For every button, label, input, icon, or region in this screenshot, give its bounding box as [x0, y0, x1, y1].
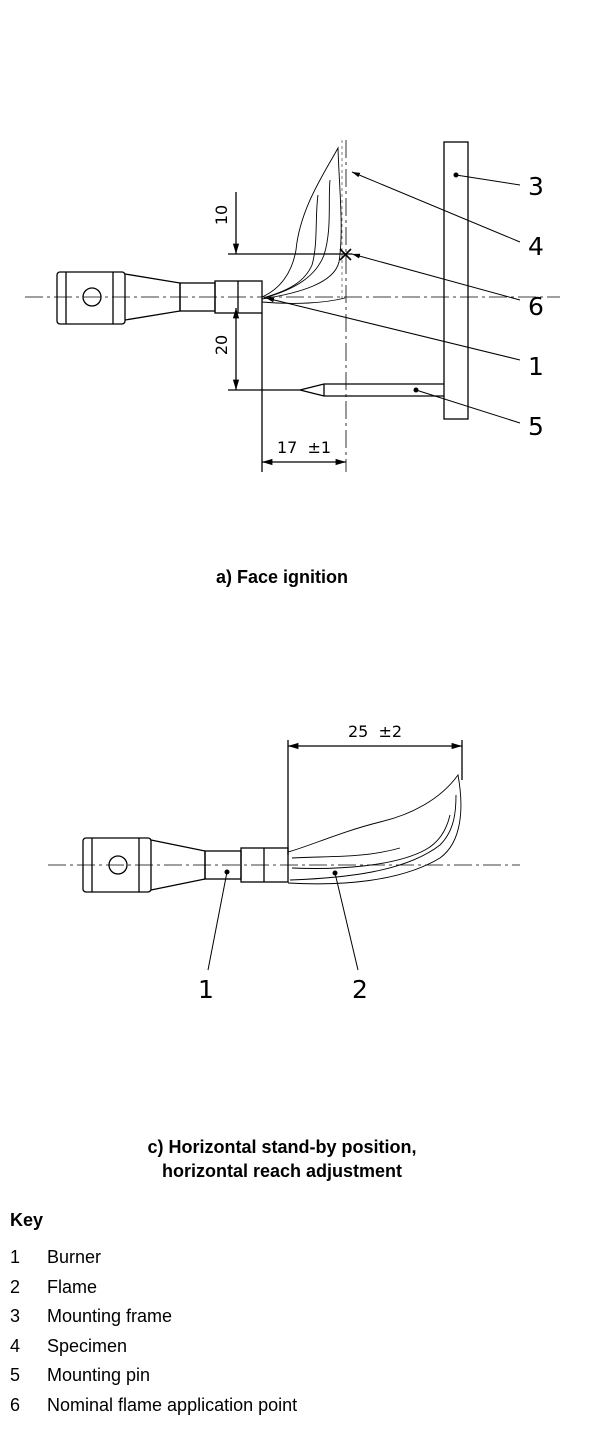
mounting-pin [299, 383, 444, 397]
key-label: Specimen [47, 1335, 128, 1356]
burner-c [82, 837, 289, 893]
caption-c-line2: horizontal reach adjustment [161, 1161, 403, 1181]
caption-c-line1: c) Horizontal stand-by position, [147, 1137, 417, 1157]
callout-c-1: 1 [198, 975, 214, 1004]
dim-vertical-lower: 20 [212, 335, 231, 355]
caption-a: a) Face ignition [215, 567, 348, 587]
burner-a [56, 271, 263, 325]
diagram-canvas: 10 20 17 ±1 3 4 6 1 5 [25, 140, 560, 1004]
key-label: Flame [47, 1276, 98, 1297]
callout-a-6: 6 [528, 292, 544, 321]
dim-vertical-upper: 10 [212, 205, 231, 225]
callout-c-2: 2 [352, 975, 368, 1004]
callout-a-1: 1 [528, 352, 544, 381]
key-number: 4 [10, 1335, 21, 1356]
key-title: Key [10, 1210, 44, 1230]
key-item: 4 Specimen [10, 1334, 297, 1364]
key-list: 1 Burner 2 Flame 3 Mounting frame 4 Specimen… [10, 1245, 297, 1423]
key-number: 6 [10, 1394, 21, 1415]
callout-a-5: 5 [528, 412, 544, 441]
callout-a-3: 3 [528, 172, 544, 201]
dim-horizontal-c: 25 ±2 [348, 722, 402, 741]
key-item: 6 Nominal flame application point [10, 1393, 297, 1423]
key-number: 2 [10, 1276, 21, 1297]
flame-c [287, 773, 462, 885]
key-label: Burner [47, 1247, 102, 1267]
key-item: 2 Flame [10, 1275, 297, 1305]
key-label: Mounting pin [47, 1365, 151, 1386]
leader-lines-a [265, 171, 521, 424]
key-number: 5 [10, 1365, 21, 1386]
flame-a [261, 146, 346, 304]
mounting-frame [443, 141, 469, 420]
leader-lines-c [207, 869, 359, 971]
key-label: Mounting frame [47, 1306, 173, 1327]
key-number: 1 [10, 1247, 21, 1267]
callout-a-4: 4 [528, 232, 544, 261]
diagram-c [48, 740, 520, 971]
key-item: 5 Mounting pin [10, 1363, 297, 1393]
key-label: Nominal flame application point [47, 1394, 298, 1415]
key-number: 3 [10, 1306, 21, 1327]
key-item: 3 Mounting frame [10, 1304, 297, 1334]
dim-horizontal-a: 17 ±1 [277, 438, 331, 457]
key-item: 1 Burner [10, 1245, 297, 1275]
diagram-a [25, 140, 560, 472]
